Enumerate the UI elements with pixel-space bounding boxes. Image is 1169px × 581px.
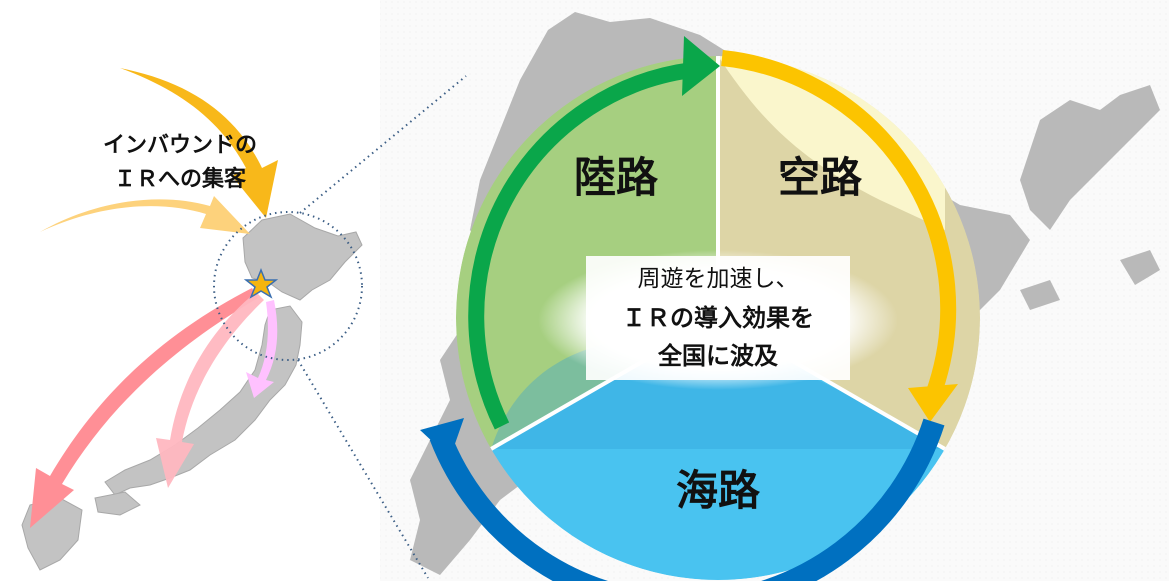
zoom-indicator bbox=[213, 75, 467, 579]
label-sea: 海路 bbox=[676, 466, 761, 515]
inbound-arrow-west bbox=[40, 196, 250, 234]
outbound-arrows bbox=[30, 288, 278, 528]
outbound-arrow-pink bbox=[156, 292, 264, 488]
inbound-arrow-north bbox=[120, 68, 278, 218]
arrow-air-head bbox=[908, 384, 958, 422]
inbound-label: インバウンドの ＩＲへの集客 bbox=[103, 133, 257, 192]
route-cycle bbox=[456, 56, 980, 580]
center-line1: 周遊を加速し、 bbox=[638, 266, 799, 292]
center-line2: ＩＲの導入効果を bbox=[622, 304, 814, 332]
center-message: 周遊を加速し、 ＩＲの導入効果を 全国に波及 bbox=[538, 250, 898, 390]
arrow-land-head bbox=[682, 36, 720, 96]
outbound-arrow-violet bbox=[246, 300, 278, 398]
center-box bbox=[586, 256, 850, 380]
zoom-line-bottom bbox=[297, 359, 429, 579]
inbound-arrows bbox=[40, 68, 278, 234]
inbound-label-line2: ＩＲへの集客 bbox=[114, 166, 247, 192]
arrow-air bbox=[721, 50, 957, 395]
arrow-land bbox=[468, 62, 694, 430]
ring-arrows bbox=[420, 36, 958, 581]
label-air: 空路 bbox=[778, 153, 863, 202]
japan-map bbox=[21, 213, 363, 571]
inbound-label-line1: インバウンドの bbox=[103, 133, 257, 158]
star-icon bbox=[243, 267, 279, 299]
arrow-sea bbox=[429, 418, 945, 581]
arrow-sea-head bbox=[420, 418, 464, 458]
label-land: 陸路 bbox=[574, 153, 659, 202]
zoom-circle bbox=[213, 211, 363, 361]
center-line3: 全国に波及 bbox=[657, 342, 778, 370]
outbound-arrow-red bbox=[30, 288, 258, 528]
